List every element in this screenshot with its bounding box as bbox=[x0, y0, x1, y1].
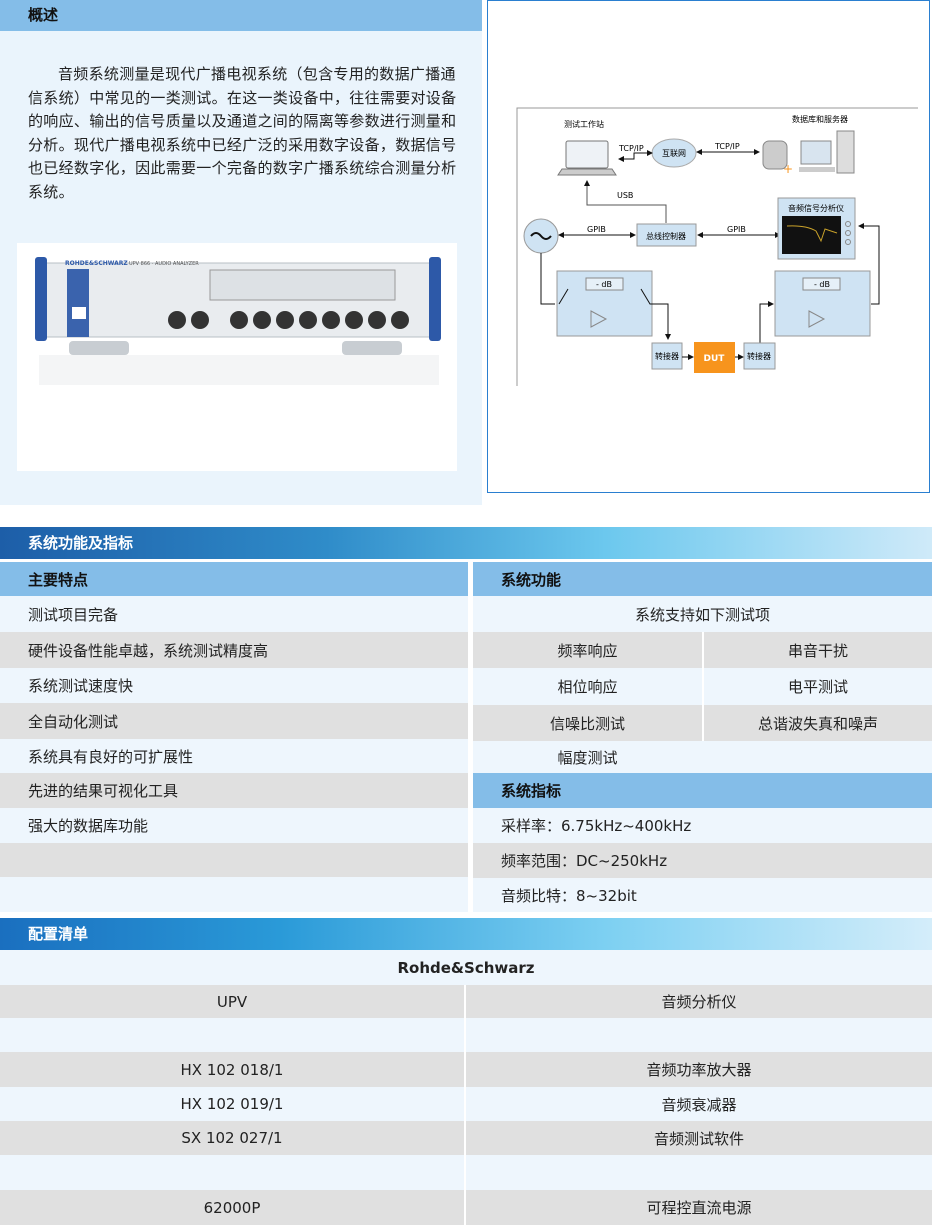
system-diagram: 测试工作站 互联网 TCP/IP TCP/IP + 数据库和服务器 USB 总线… bbox=[487, 0, 930, 493]
feature-item: 系统具有良好的可扩展性 bbox=[0, 739, 468, 773]
functions-header: 系统功能 bbox=[473, 562, 932, 596]
feature-item: 强大的数据库功能 bbox=[0, 808, 468, 843]
gpib-left-label: GPIB bbox=[587, 225, 606, 234]
config-model: UPV bbox=[0, 985, 464, 1018]
config-description: 可程控直流电源 bbox=[466, 1190, 932, 1225]
database-icon: + bbox=[762, 140, 793, 176]
vendor-row: Rohde&Schwarz bbox=[0, 950, 932, 985]
test-item: 电平测试 bbox=[704, 668, 932, 705]
feature-item: 先进的结果可视化工具 bbox=[0, 773, 468, 808]
config-description: 音频功率放大器 bbox=[466, 1052, 932, 1087]
dut-label: DUT bbox=[704, 354, 726, 364]
feature-item: 测试项目完备 bbox=[0, 596, 468, 632]
empty-row bbox=[0, 843, 468, 877]
adapter-left-label: 转接器 bbox=[655, 351, 679, 361]
tcp-right-label: TCP/IP bbox=[714, 142, 740, 151]
config-section-title: 配置清单 bbox=[0, 918, 932, 950]
feature-item: 系统测试速度快 bbox=[0, 668, 468, 703]
config-description: 音频分析仪 bbox=[466, 985, 932, 1018]
internet-label: 互联网 bbox=[662, 149, 686, 158]
product-image: ROHDE&SCHWARZ UPV 866 · AUDIO ANALYZER bbox=[17, 243, 457, 471]
tcp-left-label: TCP/IP bbox=[618, 144, 644, 153]
spec-item: 音频比特：8~32bit bbox=[473, 878, 932, 912]
model-text: UPV 866 · AUDIO ANALYZER bbox=[129, 261, 199, 267]
test-item: 总谐波失真和噪声 bbox=[704, 705, 932, 741]
spec-item: 频率范围：DC~250kHz bbox=[473, 843, 932, 878]
test-item: 信噪比测试 bbox=[473, 705, 702, 741]
analyzer-label: 音频信号分析仪 bbox=[788, 203, 844, 213]
laptop-icon bbox=[557, 140, 617, 176]
specs-header: 系统指标 bbox=[473, 773, 932, 808]
test-item: 串音干扰 bbox=[704, 632, 932, 668]
config-description bbox=[466, 1018, 932, 1052]
feature-item: 硬件设备性能卓越，系统测试精度高 bbox=[0, 632, 468, 668]
features-section-title: 系统功能及指标 bbox=[0, 527, 932, 559]
overview-text: 音频系统测量是现代广播电视系统（包含专用的数据广播通信系统）中常见的一类测试。在… bbox=[28, 65, 457, 201]
server-icon bbox=[799, 130, 855, 174]
svg-text:+: + bbox=[783, 162, 793, 176]
test-row: 幅度测试 bbox=[473, 741, 932, 773]
features-header: 主要特点 bbox=[0, 562, 468, 596]
config-model: HX 102 018/1 bbox=[0, 1052, 464, 1087]
attenuator-right-label: - dB bbox=[814, 280, 830, 289]
db-server-label: 数据库和服务器 bbox=[792, 114, 848, 124]
test-item: 相位响应 bbox=[473, 668, 702, 705]
spec-item: 采样率：6.75kHz~400kHz bbox=[473, 808, 932, 843]
config-description bbox=[466, 1155, 932, 1190]
config-model bbox=[0, 1155, 464, 1190]
config-model: SX 102 027/1 bbox=[0, 1121, 464, 1155]
config-model: HX 102 019/1 bbox=[0, 1087, 464, 1121]
gpib-right-label: GPIB bbox=[727, 225, 746, 234]
config-model bbox=[0, 1018, 464, 1052]
config-description: 音频衰减器 bbox=[466, 1087, 932, 1121]
support-text: 系统支持如下测试项 bbox=[473, 596, 932, 632]
test-item: 幅度测试 bbox=[557, 748, 618, 767]
attenuator-left-label: - dB bbox=[596, 280, 612, 289]
config-model: 62000P bbox=[0, 1190, 464, 1225]
feature-item: 全自动化测试 bbox=[0, 703, 468, 739]
brand-logo-text: ROHDE&SCHWARZ bbox=[65, 260, 128, 267]
bus-controller-label: 总线控制器 bbox=[646, 231, 686, 241]
test-item: 频率响应 bbox=[473, 632, 702, 668]
empty-row bbox=[0, 877, 468, 912]
overview-title: 概述 bbox=[0, 0, 482, 31]
workstation-label: 测试工作站 bbox=[564, 119, 604, 129]
usb-label: USB bbox=[617, 191, 633, 200]
adapter-right-label: 转接器 bbox=[747, 351, 771, 361]
config-description: 音频测试软件 bbox=[466, 1121, 932, 1155]
